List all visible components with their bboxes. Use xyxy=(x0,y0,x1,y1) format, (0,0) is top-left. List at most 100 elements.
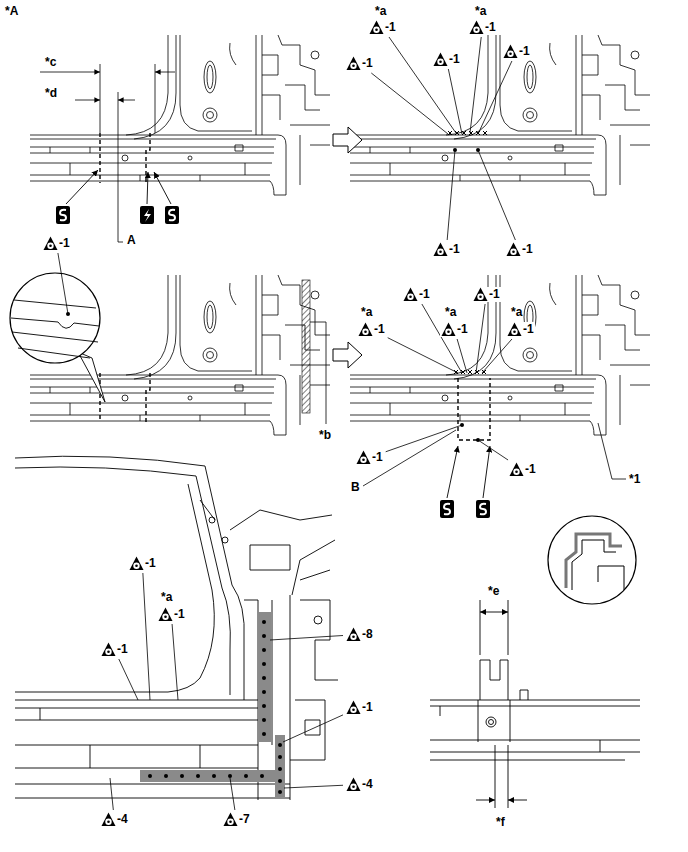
drawing-part xyxy=(480,660,508,700)
inset-pointer xyxy=(78,352,105,402)
leader-line xyxy=(478,440,508,460)
drawing-part xyxy=(262,648,266,652)
saw-cut-symbol xyxy=(165,206,179,224)
rocker-panel-view xyxy=(350,35,650,195)
callout-number: -1 xyxy=(372,450,383,465)
dimension-lines xyxy=(40,64,175,150)
drawing-part xyxy=(486,717,496,727)
drawing-part xyxy=(200,500,332,570)
rough-cut-symbol xyxy=(140,206,154,224)
weld-symbol xyxy=(513,469,519,475)
weld-symbol xyxy=(370,21,384,35)
callout-label: *a xyxy=(160,590,173,605)
weld-symbol xyxy=(101,812,116,827)
callout-number: -8 xyxy=(362,627,373,642)
callout-label: -1 xyxy=(440,322,469,337)
drawing-part xyxy=(430,700,640,760)
weld-symbol xyxy=(158,607,173,622)
weld-symbol xyxy=(352,636,355,639)
drawing-part xyxy=(275,735,285,797)
drawing-part xyxy=(196,774,200,778)
weld-symbol xyxy=(407,294,413,300)
leader-line xyxy=(230,778,235,810)
inset-detail xyxy=(11,300,99,358)
weld-symbol xyxy=(101,642,116,657)
drawing-part xyxy=(155,72,175,73)
drawing-part xyxy=(244,595,290,800)
drawing-part xyxy=(180,774,184,778)
weld-symbol xyxy=(357,451,371,465)
drawing-part xyxy=(290,540,338,760)
weld-symbol xyxy=(507,243,521,257)
weld-symbol xyxy=(360,457,366,463)
drawing-part xyxy=(14,300,96,308)
weld-symbol xyxy=(512,251,515,254)
drawing-part xyxy=(15,700,290,798)
weld-symbol xyxy=(130,557,144,571)
weld-symbol xyxy=(503,44,518,59)
callout-label: -1 xyxy=(128,556,157,571)
drawing-part xyxy=(262,676,266,680)
drawing-part xyxy=(147,172,148,204)
drawing-part xyxy=(258,612,271,742)
leader-line xyxy=(371,73,448,134)
callout-number: -1 xyxy=(525,462,536,477)
callout-label: *1 xyxy=(628,472,641,487)
drawing-part xyxy=(476,800,495,801)
weld-symbol xyxy=(375,29,378,32)
drawing-part xyxy=(148,774,152,778)
weld-symbol xyxy=(352,709,355,712)
weld-symbol xyxy=(227,819,233,825)
callout-label: *b xyxy=(318,428,332,443)
leader-line xyxy=(386,425,462,452)
rocker-panel-view xyxy=(30,35,330,195)
weld-symbol xyxy=(347,778,361,792)
weld-symbol xyxy=(352,786,355,789)
drawing-part xyxy=(146,373,150,422)
weld-symbol xyxy=(515,471,518,474)
callout-label: -1 xyxy=(100,642,129,657)
drawing-part xyxy=(222,537,228,543)
callout-label: *a xyxy=(510,305,523,320)
drawing-part xyxy=(75,100,100,101)
weld-symbol xyxy=(509,53,512,56)
leader-line xyxy=(470,37,481,133)
weld-symbol xyxy=(437,249,443,255)
rail-detail xyxy=(430,600,640,808)
weld-symbol xyxy=(133,563,139,569)
drawing-part xyxy=(495,745,508,808)
weld-symbol xyxy=(507,51,513,57)
reference-letter: *a xyxy=(161,590,172,605)
drawing-part xyxy=(508,800,527,801)
callout-label: -1 xyxy=(345,56,374,71)
callout-number: -1 xyxy=(362,700,373,715)
weld-symbol xyxy=(434,53,448,67)
reference-letter: *f xyxy=(496,815,505,830)
weld-symbol xyxy=(347,57,361,71)
drawing-part xyxy=(228,774,232,778)
leader-line xyxy=(448,69,462,134)
reference-letter: B xyxy=(351,480,360,495)
weld-symbol xyxy=(510,463,524,477)
callout-label: -1 xyxy=(505,242,534,257)
drawing-part xyxy=(15,467,230,695)
callout-number: -1 xyxy=(523,322,534,337)
callout-label: -1 xyxy=(345,700,374,715)
weld-symbol xyxy=(511,329,517,335)
callout-label: -1 xyxy=(402,287,431,302)
saw-cut-symbol xyxy=(440,500,454,518)
weld-symbol xyxy=(439,61,442,64)
drawing-part xyxy=(262,690,266,694)
weld-symbol xyxy=(107,821,110,824)
weld-symbol xyxy=(347,628,361,642)
callout-label: A xyxy=(126,233,137,248)
weld-symbol xyxy=(441,322,456,337)
reference-letter: *b xyxy=(319,428,331,443)
drawing-part xyxy=(278,767,282,771)
drawing-part xyxy=(440,690,600,752)
weld-symbol xyxy=(477,294,483,300)
reference-letter: *d xyxy=(45,86,57,101)
callout-number: -1 xyxy=(449,52,460,67)
